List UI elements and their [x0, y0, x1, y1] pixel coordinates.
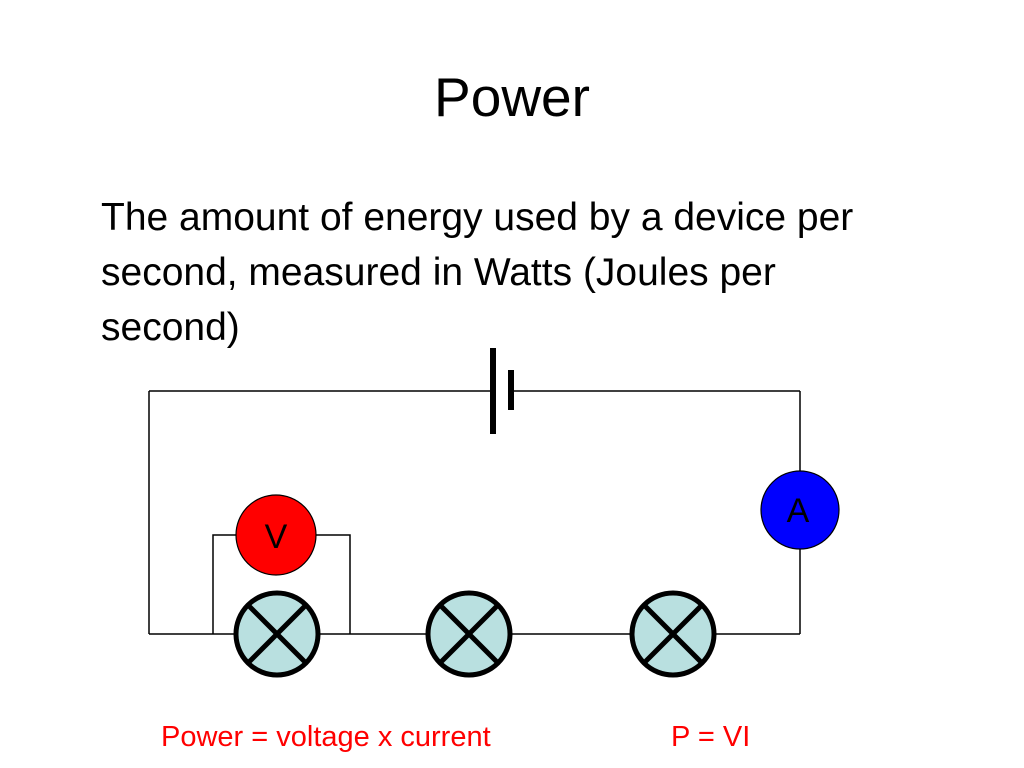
voltmeter-wire-left [212, 534, 236, 634]
circuit-wires [148, 390, 801, 635]
cell-symbol [490, 348, 514, 434]
voltmeter-circle [235, 494, 317, 576]
formula-words: Power = voltage x current [161, 721, 491, 753]
voltmeter: V [235, 494, 317, 576]
lamp-2 [425, 590, 513, 678]
formula-symbols: P = VI [671, 721, 751, 753]
slide-title: Power [434, 66, 590, 128]
lamp-1 [233, 590, 321, 678]
ammeter-label: A [787, 492, 810, 530]
lamp-cross [642, 603, 704, 665]
lamp-cross [438, 603, 500, 665]
definition-text: The amount of energy used by a device pe… [101, 196, 854, 349]
ammeter-circle [760, 470, 840, 550]
ammeter: A [760, 470, 840, 550]
lamp-3 [629, 590, 717, 678]
voltmeter-wire-right [316, 534, 351, 634]
lamp-cross [246, 603, 308, 665]
voltmeter-label: V [265, 518, 288, 556]
